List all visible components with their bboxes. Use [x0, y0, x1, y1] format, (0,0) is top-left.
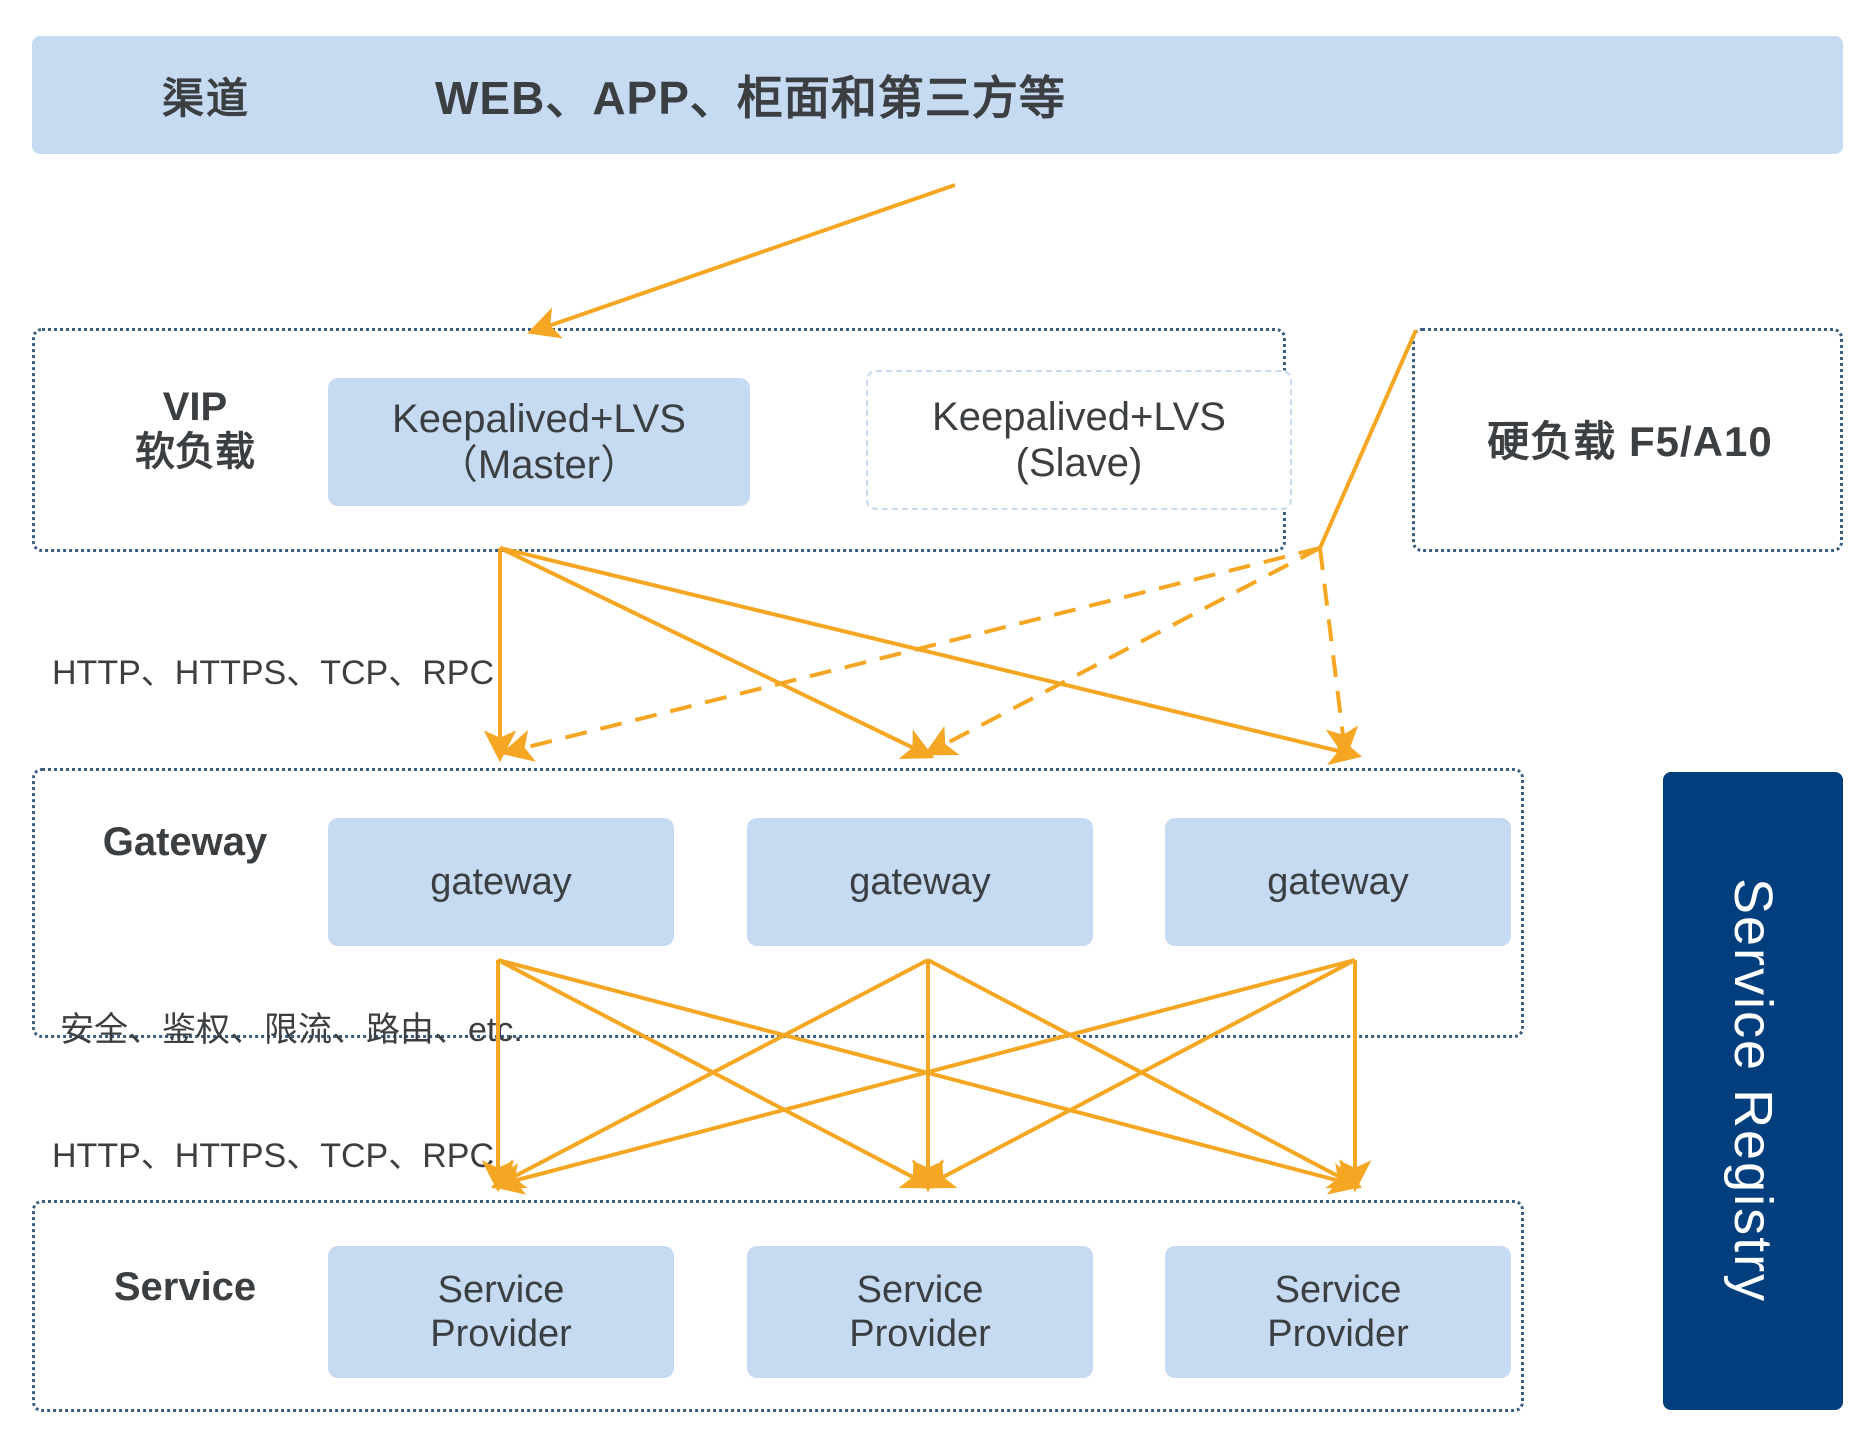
edge-label-gateway-functions: 安全、鉴权、限流、路由、etc. [60, 1011, 523, 1049]
node-gateway-1[interactable]: gateway [328, 818, 674, 946]
node-service-provider-2[interactable]: Service Provider [747, 1246, 1093, 1378]
vip-layer-label: VIP 软负载 [135, 385, 255, 474]
channel-title: WEB、APP、柜面和第三方等 [435, 72, 1066, 124]
wire-channel-to-vip [527, 183, 956, 339]
channel-label: 渠道 [162, 74, 251, 122]
node-gateway-3[interactable]: gateway [1165, 818, 1511, 946]
node-service-provider-1[interactable]: Service Provider [328, 1246, 674, 1378]
wire-master-to-gw2 [499, 546, 935, 759]
wire-hardlb-to-gw3 [1318, 547, 1359, 760]
wire-hardlb-riser [1318, 329, 1418, 549]
node-service-provider-3[interactable]: Service Provider [1165, 1246, 1511, 1378]
gateway-layer-label: Gateway [102, 820, 268, 864]
edge-label-gateway-to-service: HTTP、HTTPS、TCP、RPC [52, 1137, 494, 1175]
wire-hardlb-to-gw2 [923, 546, 1321, 756]
service-layer-label: Service [113, 1265, 257, 1309]
edge-label-vip-to-gateway: HTTP、HTTPS、TCP、RPC [52, 654, 494, 692]
node-keepalived-master[interactable]: Keepalived+LVS （Master） [328, 378, 750, 506]
hardware-lb-label: 硬负载 F5/A10 [1487, 418, 1773, 465]
wire-hardlb-to-gw1 [501, 546, 1321, 762]
service-registry-label: Service Registry [1723, 878, 1783, 1304]
node-keepalived-slave[interactable]: Keepalived+LVS (Slave) [866, 370, 1292, 510]
node-gateway-2[interactable]: gateway [747, 818, 1093, 946]
channel-banner: 渠道 WEB、APP、柜面和第三方等 [32, 36, 1843, 154]
wire-master-to-gw3 [499, 546, 1362, 766]
service-layer-container [32, 1200, 1524, 1412]
service-registry-panel[interactable]: Service Registry [1663, 772, 1843, 1410]
